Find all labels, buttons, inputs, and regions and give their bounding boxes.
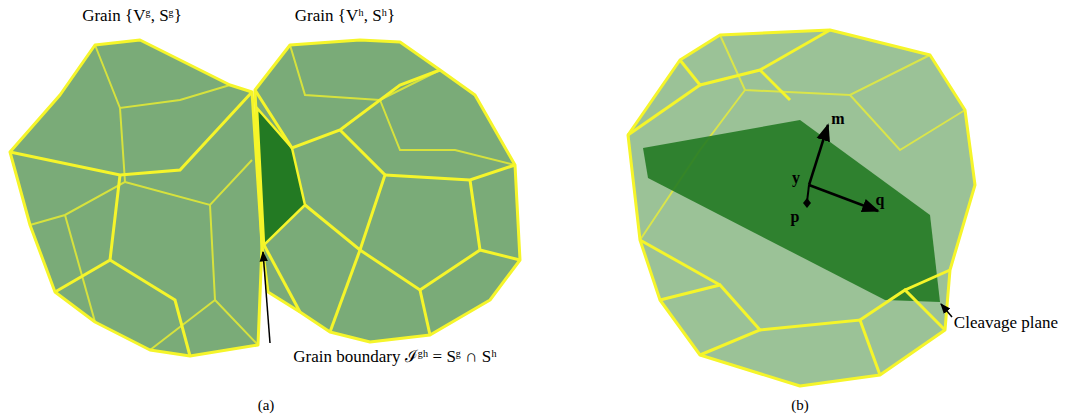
- cleavage-plane: [643, 120, 940, 302]
- vector-q: [809, 185, 878, 211]
- boundary-label: Grain boundary ℐᵍʰ = Sᵍ ∩ Sʰ: [293, 348, 496, 367]
- point-p: [803, 198, 811, 208]
- grain-title: Grain {Vᵍ, Sᵍ}: [82, 7, 182, 26]
- panel-label: (a): [258, 397, 275, 414]
- leader-arrow: [263, 252, 270, 343]
- vector-label: p: [791, 208, 800, 226]
- panel-label: (b): [791, 397, 809, 414]
- grain-g: [10, 40, 262, 356]
- grain-h: [255, 40, 520, 342]
- grain-cleaved: [628, 30, 975, 386]
- vector-label: y: [792, 169, 800, 187]
- vector-m: [809, 125, 828, 185]
- callout-label: Cleavage plane: [954, 314, 1058, 333]
- grain-title: Grain {Vʰ, Sʰ}: [295, 7, 395, 26]
- vector-label: q: [876, 191, 885, 209]
- leader-arrow: [941, 304, 952, 317]
- vector-label: m: [831, 110, 844, 128]
